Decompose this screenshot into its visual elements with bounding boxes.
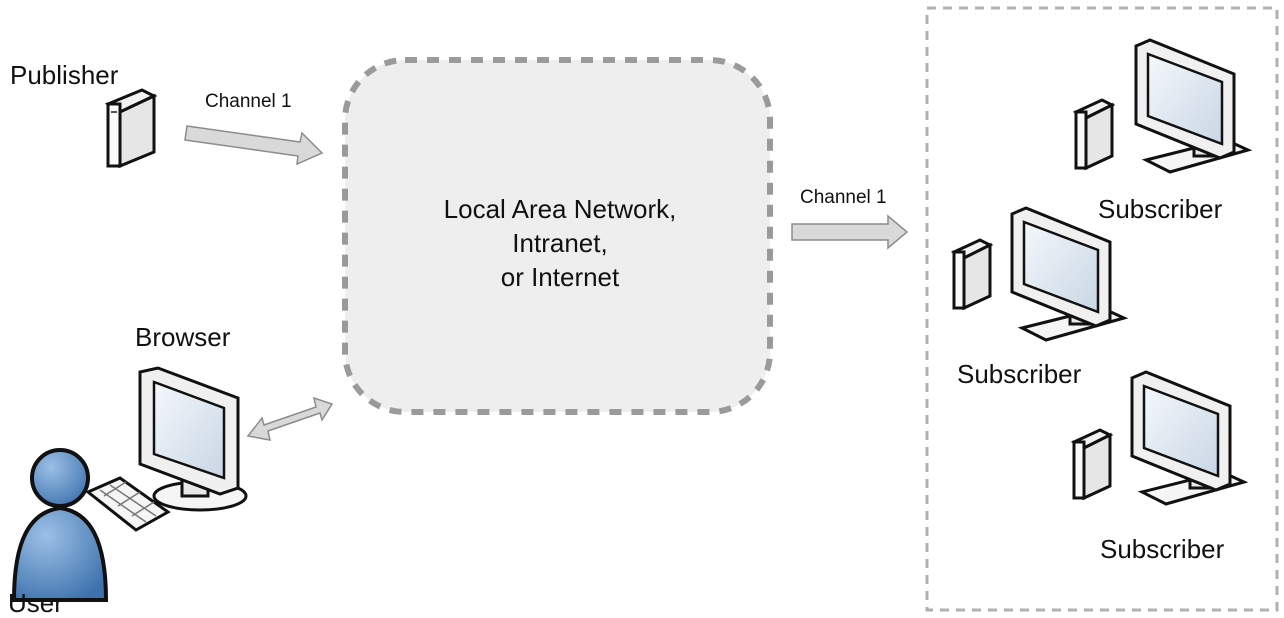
arrow-icon bbox=[184, 125, 324, 166]
channel-in-label: Channel 1 bbox=[205, 91, 292, 112]
monitor-icon bbox=[1010, 206, 1129, 342]
publisher-label: Publisher bbox=[10, 60, 119, 90]
server-icon bbox=[104, 88, 158, 169]
network-label: Local Area Network, Intranet, or Interne… bbox=[380, 192, 740, 294]
browser-label: Browser bbox=[135, 322, 231, 352]
subscriber-workstation-1 bbox=[1072, 38, 1253, 174]
double-arrow-icon bbox=[246, 396, 334, 441]
network-box bbox=[342, 57, 773, 415]
subscriber-label-2: Subscriber bbox=[957, 359, 1082, 389]
server-icon bbox=[950, 238, 994, 311]
keyboard-icon bbox=[85, 476, 171, 532]
network-label-line-2: Intranet, bbox=[512, 228, 608, 258]
subscriber-label-1: Subscriber bbox=[1098, 194, 1223, 224]
user-label: User bbox=[8, 588, 63, 618]
server-icon bbox=[1070, 428, 1114, 501]
monitor-icon bbox=[1134, 38, 1253, 174]
network-label-line-1: Local Area Network, bbox=[443, 194, 677, 224]
monitor-icon bbox=[1130, 370, 1249, 506]
subscriber-group-box bbox=[925, 6, 1279, 612]
arrow-icon bbox=[791, 214, 909, 250]
monitor-icon bbox=[138, 366, 248, 512]
subscriber-workstation-2 bbox=[950, 206, 1129, 342]
subscriber-label-3: Subscriber bbox=[1100, 534, 1225, 564]
subscriber-workstation-3 bbox=[1070, 370, 1249, 506]
user-icon bbox=[11, 448, 109, 602]
network-label-line-3: or Internet bbox=[500, 262, 620, 292]
channel-out-label: Channel 1 bbox=[800, 187, 887, 208]
server-icon bbox=[1072, 98, 1116, 171]
